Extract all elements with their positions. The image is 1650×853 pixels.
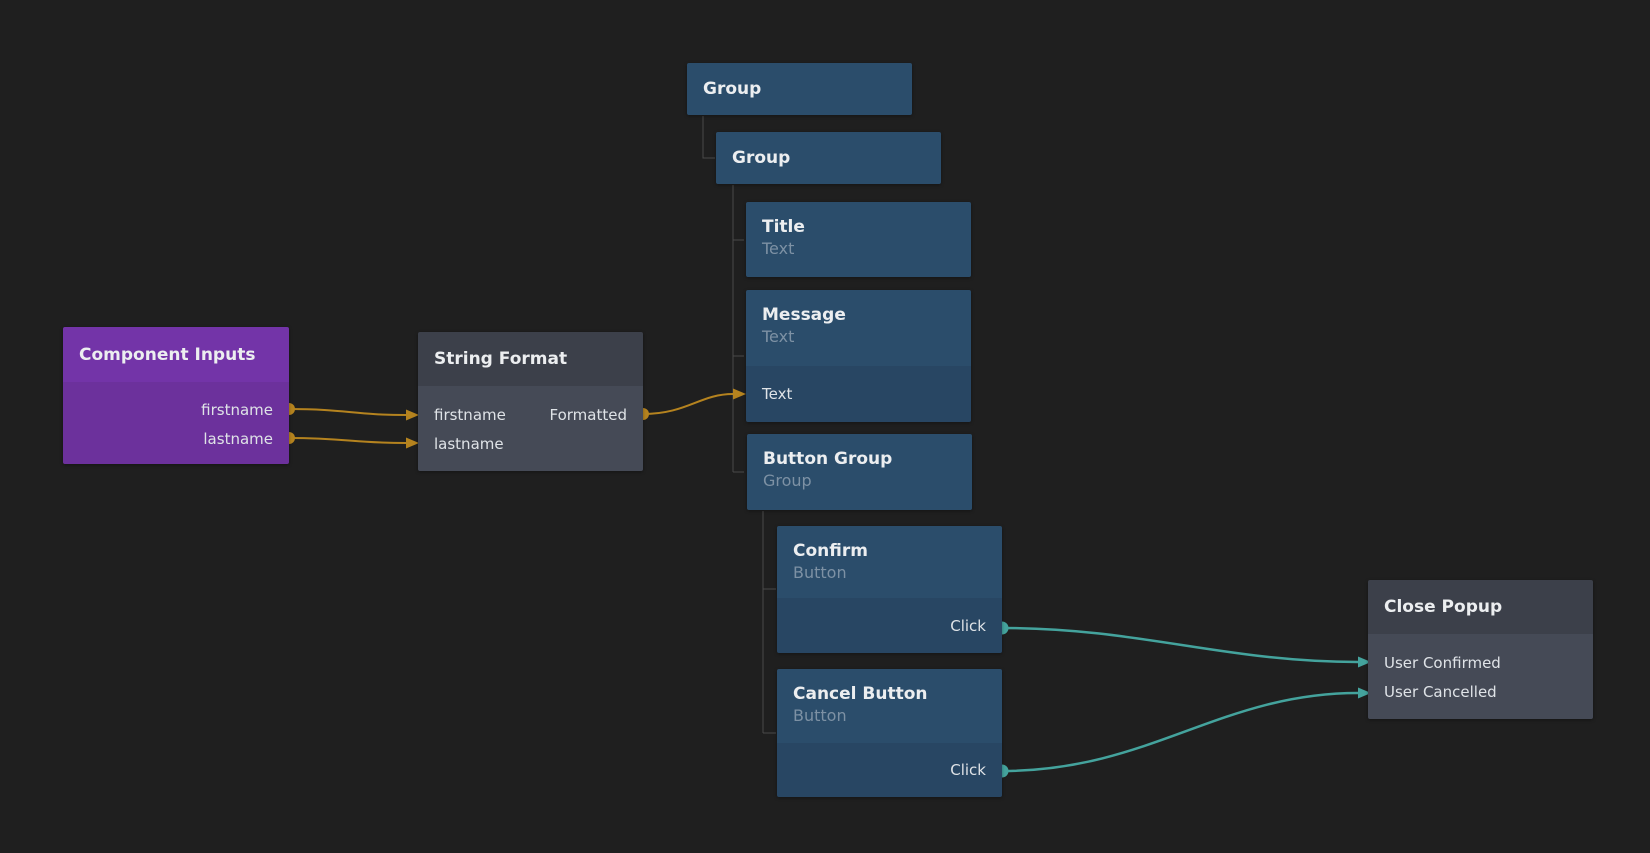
wire-formatted-to-text[interactable] (642, 393, 734, 415)
node-header: Group (716, 132, 941, 184)
port-row: firstname (63, 395, 289, 424)
node-title: Button Group (763, 449, 893, 469)
input-port-lastname[interactable]: lastname (434, 434, 504, 453)
node-header: Button Group Group (747, 434, 972, 510)
node-title: String Format (434, 349, 568, 369)
node-header: Cancel Button Button (777, 669, 1002, 743)
port-list: User Confirmed User Cancelled (1368, 634, 1593, 719)
node-title-text[interactable]: Title Text (746, 202, 971, 277)
output-port-formatted[interactable]: Formatted (549, 405, 628, 424)
port-strip: Click (777, 743, 1002, 797)
node-group-root[interactable]: Group (687, 63, 912, 115)
node-header: String Format (418, 332, 643, 386)
node-cancel-button[interactable]: Cancel Button Button Click (777, 669, 1002, 797)
wire-confirm-click[interactable] (1001, 626, 1359, 664)
node-title: Group (703, 79, 762, 99)
node-component-inputs[interactable]: Component Inputs firstname lastname (63, 327, 289, 464)
node-title: Title (762, 217, 805, 237)
node-header: Title Text (746, 202, 971, 277)
node-subtitle: Text (762, 327, 795, 346)
node-title: Confirm (793, 541, 868, 561)
port-strip: Click (777, 598, 1002, 653)
node-header: Group (687, 63, 912, 115)
port-list: firstname lastname (63, 382, 289, 464)
node-message-text[interactable]: Message Text Text (746, 290, 971, 422)
node-title: Close Popup (1384, 597, 1503, 617)
node-subtitle: Button (793, 706, 847, 725)
node-header: Message Text (746, 290, 971, 366)
input-port-user-cancelled[interactable]: User Cancelled (1384, 682, 1497, 701)
port-row: firstname Formatted (418, 400, 643, 429)
output-port-click[interactable]: Click (950, 616, 986, 635)
port-row: lastname (63, 424, 289, 453)
input-port-firstname[interactable]: firstname (434, 405, 506, 424)
node-title: Message (762, 305, 846, 325)
node-subtitle: Text (762, 239, 795, 258)
input-port-user-confirmed[interactable]: User Confirmed (1384, 653, 1501, 672)
input-port-text[interactable]: Text (762, 385, 793, 403)
node-group-nested[interactable]: Group (716, 132, 941, 184)
wire-firstname[interactable] (288, 408, 407, 416)
wire-cancel-click[interactable] (1001, 691, 1359, 773)
wire-lastname[interactable] (288, 437, 407, 444)
output-port-click[interactable]: Click (950, 761, 986, 779)
node-subtitle: Button (793, 563, 847, 582)
node-button-group[interactable]: Button Group Group (747, 434, 972, 510)
node-title: Group (732, 148, 791, 168)
port-strip: Text (746, 366, 971, 422)
node-title: Cancel Button (793, 684, 928, 704)
node-header: Confirm Button (777, 526, 1002, 598)
output-port-firstname[interactable]: firstname (201, 400, 273, 419)
port-row: User Cancelled (1368, 677, 1593, 706)
port-row: lastname (418, 429, 643, 458)
node-subtitle: Group (763, 471, 812, 490)
node-string-format[interactable]: String Format firstname Formatted lastna… (418, 332, 643, 471)
node-close-popup[interactable]: Close Popup User Confirmed User Cancelle… (1368, 580, 1593, 719)
node-confirm-button[interactable]: Confirm Button Click (777, 526, 1002, 653)
port-list: firstname Formatted lastname (418, 386, 643, 471)
node-header: Component Inputs (63, 327, 289, 382)
node-title: Component Inputs (79, 344, 256, 365)
node-header: Close Popup (1368, 580, 1593, 634)
port-row: User Confirmed (1368, 648, 1593, 677)
output-port-lastname[interactable]: lastname (203, 429, 273, 448)
input-arrow-icon (733, 388, 746, 400)
